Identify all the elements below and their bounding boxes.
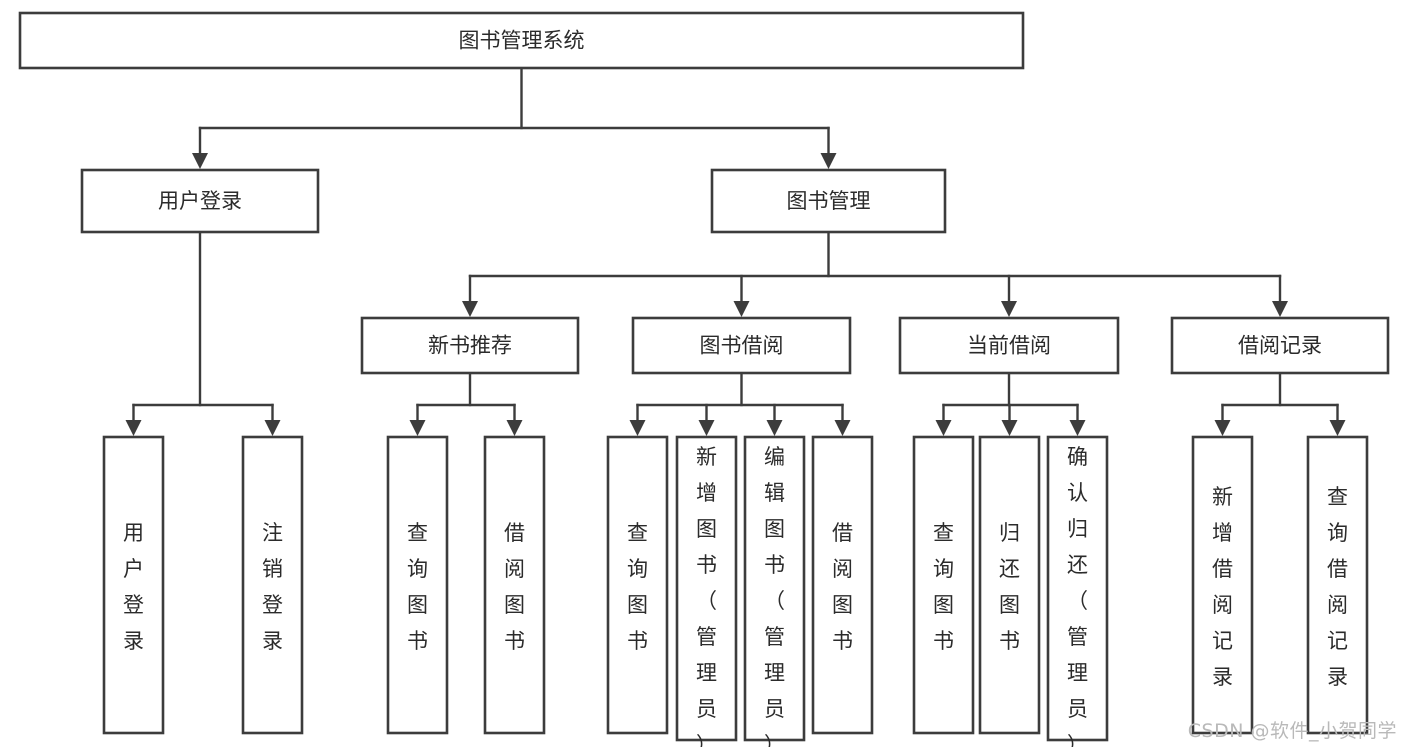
arrow-head-icon [1001, 301, 1017, 317]
node-l_bb_edit[interactable]: 编辑图书（管理员） [743, 435, 806, 747]
node-label-vertical: 查询图书 [627, 521, 648, 653]
node-l_nb_borrow[interactable]: 借阅图书 [483, 435, 546, 735]
node-box[interactable] [898, 316, 1120, 375]
node-root[interactable]: 图书管理系统 [18, 11, 1025, 70]
node-box[interactable] [241, 435, 304, 735]
arrow-head-icon [125, 420, 142, 436]
arrow-head-icon [766, 420, 783, 436]
node-n_record[interactable]: 借阅记录 [1170, 316, 1390, 375]
node-box[interactable] [912, 435, 975, 735]
node-label-vertical: 借阅图书 [832, 521, 853, 653]
node-box[interactable] [1306, 435, 1369, 735]
node-box[interactable] [18, 11, 1025, 70]
node-label-vertical: 归还图书 [999, 521, 1020, 653]
node-box[interactable] [743, 435, 806, 742]
node-l_rec_query[interactable]: 查询借阅记录 [1306, 435, 1369, 735]
node-label: 图书管理 [787, 189, 871, 213]
arrow-head-icon [1001, 420, 1018, 436]
node-l_user_login[interactable]: 用户登录 [102, 435, 165, 735]
connector-group-n_new_book [409, 371, 523, 436]
connector-group-root [192, 66, 837, 169]
arrow-head-icon [1329, 420, 1346, 436]
node-n_user_login[interactable]: 用户登录 [80, 168, 320, 234]
node-n_book_mgmt[interactable]: 图书管理 [710, 168, 947, 234]
connector-group-n_borrow [629, 371, 851, 436]
node-label-vertical: 借阅图书 [504, 521, 525, 653]
node-box[interactable] [978, 435, 1041, 735]
node-box[interactable] [675, 435, 738, 742]
arrow-head-icon [506, 420, 523, 436]
node-box[interactable] [1046, 435, 1109, 742]
node-label-vertical: 注销登录 [262, 521, 283, 653]
node-box[interactable] [710, 168, 947, 234]
node-box[interactable] [811, 435, 874, 735]
node-box[interactable] [80, 168, 320, 234]
node-label-vertical: 新增图书（管理员） [696, 445, 717, 747]
node-label-vertical: 查询图书 [933, 521, 954, 653]
node-label-vertical: 确认归还（管理员） [1067, 445, 1088, 747]
node-n_current[interactable]: 当前借阅 [898, 316, 1120, 375]
node-label-vertical: 编辑图书（管理员） [764, 445, 785, 747]
node-box[interactable] [1170, 316, 1390, 375]
node-l_rec_add[interactable]: 新增借阅记录 [1191, 435, 1254, 735]
node-l_nb_query[interactable]: 查询图书 [386, 435, 449, 735]
node-l_cb_confirm[interactable]: 确认归还（管理员） [1046, 435, 1109, 747]
connector-group-n_record [1214, 371, 1346, 436]
arrow-head-icon [820, 153, 837, 169]
connector-group-n_book_mgmt [462, 230, 1288, 317]
node-label-vertical: 查询图书 [407, 521, 428, 653]
node-l_bb_borrow[interactable]: 借阅图书 [811, 435, 874, 735]
arrow-head-icon [264, 420, 281, 436]
node-label-vertical: 用户登录 [123, 521, 144, 653]
arrow-head-icon [834, 420, 851, 436]
node-l_user_logout[interactable]: 注销登录 [241, 435, 304, 735]
node-n_new_book[interactable]: 新书推荐 [360, 316, 580, 375]
connector-group-n_user_login [125, 230, 281, 436]
arrow-head-icon [462, 301, 478, 317]
node-label: 借阅记录 [1238, 334, 1322, 358]
node-label: 图书借阅 [700, 334, 784, 358]
node-label: 新书推荐 [428, 334, 512, 358]
node-label-vertical: 新增借阅记录 [1212, 485, 1233, 689]
arrow-head-icon [192, 153, 208, 169]
arrow-head-icon [935, 420, 952, 436]
node-box[interactable] [606, 435, 669, 735]
node-l_bb_query[interactable]: 查询图书 [606, 435, 669, 735]
node-l_bb_add[interactable]: 新增图书（管理员） [675, 435, 738, 747]
arrow-head-icon [698, 420, 715, 436]
node-box[interactable] [1191, 435, 1254, 735]
node-layer: 图书管理系统用户登录图书管理新书推荐图书借阅当前借阅借阅记录用户登录注销登录查询… [18, 11, 1390, 747]
connector-group-n_current [935, 371, 1086, 436]
node-box[interactable] [483, 435, 546, 735]
arrow-head-icon [733, 301, 750, 317]
arrow-head-icon [1069, 420, 1086, 436]
node-box[interactable] [631, 316, 852, 375]
arrow-head-icon [629, 420, 646, 436]
node-label-vertical: 查询借阅记录 [1327, 485, 1348, 689]
node-l_cb_return[interactable]: 归还图书 [978, 435, 1041, 735]
arrow-head-icon [409, 420, 426, 436]
node-box[interactable] [360, 316, 580, 375]
node-label: 当前借阅 [967, 334, 1051, 358]
arrow-head-icon [1272, 301, 1288, 317]
arrow-head-icon [1214, 420, 1231, 436]
node-label: 用户登录 [158, 189, 242, 213]
node-n_borrow[interactable]: 图书借阅 [631, 316, 852, 375]
node-label: 图书管理系统 [459, 29, 585, 53]
connector-layer [125, 66, 1346, 436]
node-box[interactable] [386, 435, 449, 735]
node-box[interactable] [102, 435, 165, 735]
node-l_cb_query[interactable]: 查询图书 [912, 435, 975, 735]
